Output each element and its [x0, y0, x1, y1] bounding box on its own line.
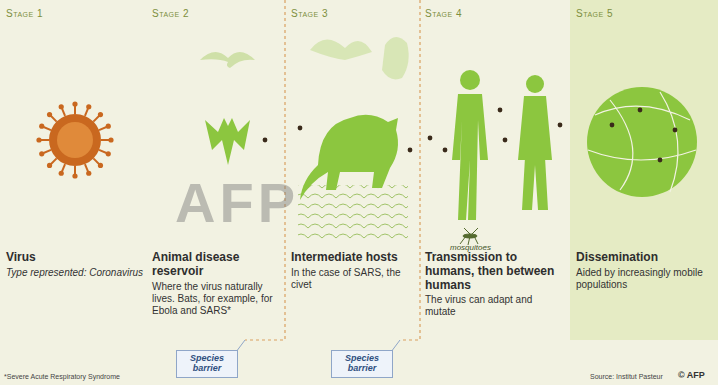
globe-figure	[587, 87, 697, 197]
civet-figure	[300, 115, 398, 200]
stage-number: Stage 1	[6, 8, 146, 251]
stage-number: Stage 5	[576, 8, 712, 251]
stage-panel: Stage 1VirusType represented: Coronaviru…	[6, 8, 146, 279]
stage-number: Stage 3	[291, 8, 415, 251]
stage-panel: Stage 4Transmission to humans, then betw…	[425, 8, 565, 318]
stage-description: In the case of SARS, the civet	[291, 267, 415, 291]
monkey-figure	[382, 37, 409, 79]
stage-number: Stage 4	[425, 8, 565, 251]
stage-title: Dissemination	[576, 251, 712, 265]
barrier-box: Species barrier	[331, 350, 393, 378]
figure-label: mosquitoes	[450, 243, 491, 252]
bat-figure	[205, 118, 250, 165]
net-texture	[298, 185, 408, 240]
virus-figure	[36, 101, 113, 178]
footnote: *Severe Acute Respiratory Syndrome	[4, 373, 120, 380]
stage-panel: Stage 5DisseminationAided by increasingl…	[576, 8, 712, 291]
bird-figure	[200, 52, 255, 68]
stage-description: The virus can adapt and mutate	[425, 294, 565, 318]
barrier-box: Species barrier	[176, 350, 238, 378]
stage-title: Virus	[6, 251, 146, 265]
stage-description: Type represented: Coronavirus	[6, 267, 146, 279]
source-note: Source: Institut Pasteur	[590, 373, 663, 380]
barrier-label: Species barrier	[182, 354, 232, 374]
credit: © AFP	[678, 370, 705, 380]
stage-description: Where the virus naturally lives. Bats, f…	[152, 281, 280, 317]
mosquito-figure	[460, 228, 478, 245]
stage-ground	[570, 0, 718, 340]
barrier-label: Species barrier	[337, 354, 387, 374]
stage-panel: Stage 2Animal disease reservoirWhere the…	[152, 8, 280, 317]
stage-title: Animal disease reservoir	[152, 251, 280, 279]
stage-title: Intermediate hosts	[291, 251, 415, 265]
human-figure	[518, 75, 552, 210]
stage-description: Aided by increasingly mobile populations	[576, 267, 712, 291]
stage-title: Transmission to humans, then between hum…	[425, 251, 565, 292]
human-figure	[452, 70, 488, 220]
stage-panel: Stage 3Intermediate hosts In the case of …	[291, 8, 415, 291]
watermark: AFP	[175, 170, 299, 235]
bird-figure	[310, 39, 372, 60]
virus-dot	[263, 108, 678, 163]
